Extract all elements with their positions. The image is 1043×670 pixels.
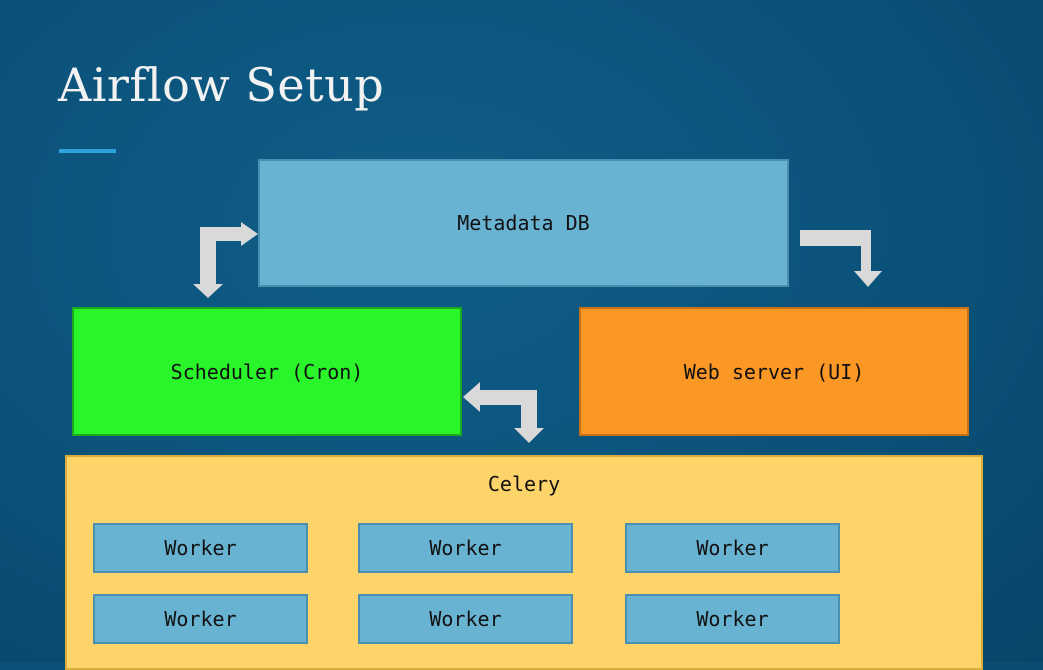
scheduler-box: Scheduler (Cron) [72, 307, 462, 436]
slide-title: Airflow Setup [58, 58, 385, 112]
worker-box: Worker [625, 594, 840, 644]
worker-box: Worker [358, 594, 573, 644]
worker-box: Worker [93, 594, 308, 644]
db-webserver-arrow [800, 230, 882, 287]
metadata-db-box: Metadata DB [258, 159, 789, 287]
worker-box: Worker [358, 523, 573, 573]
web-server-label: Web server (UI) [683, 359, 865, 384]
scheduler-db-arrow [193, 222, 258, 298]
scheduler-celery-arrow [463, 382, 544, 443]
web-server-box: Web server (UI) [579, 307, 969, 436]
worker-box: Worker [93, 523, 308, 573]
celery-label: Celery [487, 472, 561, 496]
celery-box: Celery Worker Worker Worker Worker Worke… [65, 455, 983, 670]
worker-box: Worker [625, 523, 840, 573]
scheduler-label: Scheduler (Cron) [170, 359, 364, 384]
metadata-db-label: Metadata DB [457, 211, 590, 235]
title-underline [59, 149, 116, 153]
